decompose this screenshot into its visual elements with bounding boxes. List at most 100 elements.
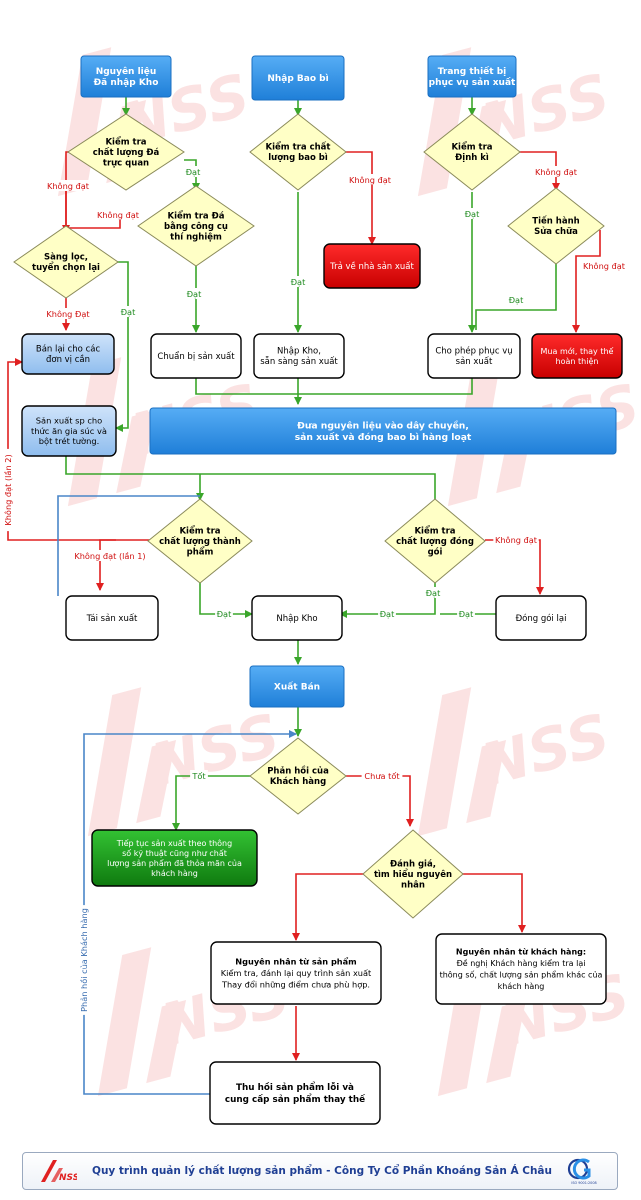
label-phan-hoi-kh: Phản hồi của Khách hàng <box>78 905 89 1015</box>
label-khong-dat-1: Không đạt <box>45 180 91 192</box>
svg-text:Không đạt (lần 1): Không đạt (lần 1) <box>74 551 145 562</box>
node-xuat_ban-text: Xuất Bán <box>274 682 320 693</box>
node-tra_ve_nsx-text: Trả về nhà sản xuất <box>329 261 414 272</box>
label-khong-dat-lan1: Không đạt (lần 1) <box>68 550 152 562</box>
connector <box>172 775 250 831</box>
decision-sang_loc-text: Sàng lọc,tuyển chọn lại <box>32 253 100 274</box>
node-nhap_bao_bi-text: Nhập Bao bì <box>267 74 328 84</box>
label-khong-dat-6: Không đạt <box>493 534 539 546</box>
connector <box>195 378 473 395</box>
label-dat-1: Đạt <box>184 166 202 178</box>
node-tiep_tuc_sx <box>91 829 258 887</box>
node-mua_moi <box>531 333 623 379</box>
svg-text:Không đạt: Không đạt <box>583 261 626 272</box>
node-cho_phep_phuc_vu <box>427 333 521 379</box>
connector <box>184 159 200 191</box>
nss-logo: NSS <box>41 1160 77 1183</box>
svg-text:Phản hồi của Khách hàng: Phản hồi của Khách hàng <box>79 908 89 1012</box>
node-chuan_bi_sx-text: Chuẩn bị sản xuất <box>157 351 235 362</box>
node-dong_goi_lai <box>495 595 587 641</box>
label-dat-8: Đạt <box>424 587 442 599</box>
svg-text:Đạt: Đạt <box>186 167 201 178</box>
iso-logo-text: ISO 9001:2008 <box>571 1181 596 1185</box>
label-khong-dat-5: Không đạt <box>581 260 627 272</box>
node-nn_khach_hang <box>435 933 607 1005</box>
svg-text:Đạt: Đạt <box>121 307 136 318</box>
svg-text:Đạt: Đạt <box>465 209 480 220</box>
label-khong-dat-2: Không đạt <box>95 209 141 221</box>
decision-sang_loc <box>13 225 119 299</box>
label-khong-dat-3: Không đạt <box>347 174 393 186</box>
label-dat-5: Đạt <box>463 208 481 220</box>
svg-text:Không đạt: Không đạt <box>97 210 140 221</box>
svg-text:Không đạt (lần 2): Không đạt (lần 2) <box>3 454 14 525</box>
node-nhap_kho_san_sang <box>253 333 345 379</box>
svg-text:Không Đạt: Không Đạt <box>46 309 90 320</box>
svg-text:Không đạt: Không đạt <box>47 181 90 192</box>
connector <box>475 262 557 330</box>
svg-text:Không đạt: Không đạt <box>495 535 538 546</box>
node-dua_nguyen_lieu-text: Đưa nguyên liệu vào dây chuyền,sản xuất … <box>295 421 472 443</box>
node-tai_san_xuat-text: Tái sản xuất <box>86 613 138 624</box>
label-dat-3: Đạt <box>185 288 203 300</box>
svg-text:Đạt: Đạt <box>291 277 306 288</box>
connector <box>292 873 364 941</box>
node-tai_san_xuat <box>65 595 159 641</box>
connector <box>57 495 200 596</box>
footer-title: Quy trình quản lý chất lượng sản phẩm - … <box>92 1165 552 1177</box>
node-dua_nguyen_lieu <box>149 407 617 455</box>
connector <box>199 582 253 618</box>
decision-tien_hanh_sua <box>507 187 605 265</box>
node-dong_goi_lai-text: Đóng gói lại <box>516 613 567 624</box>
svg-text:Không đạt: Không đạt <box>349 175 392 186</box>
svg-text:Chưa tốt: Chưa tốt <box>364 771 400 781</box>
connector <box>462 873 526 933</box>
nss-logo-text: NSS <box>59 1173 77 1183</box>
connector <box>572 230 601 333</box>
node-trang_thiet_bi <box>427 55 517 98</box>
svg-text:Đạt: Đạt <box>426 588 441 599</box>
svg-text:Đạt: Đạt <box>217 609 232 620</box>
decision-kiem_tra_cl_da <box>67 113 185 191</box>
label-khong-dat-cap: Không Đạt <box>45 308 91 320</box>
node-nn_san_pham <box>210 941 382 1005</box>
node-san_xuat_sp <box>21 405 117 457</box>
connector <box>110 261 129 432</box>
connector <box>346 775 414 827</box>
node-nhap_kho_san_sang-text: Nhập Kho,sẵn sàng sản xuất <box>260 347 338 368</box>
decision-kiem_tra_bao_bi <box>249 113 347 191</box>
decision-danh_gia <box>362 829 464 919</box>
svg-text:Đạt: Đạt <box>459 609 474 620</box>
connector <box>485 539 544 595</box>
nss-watermark-text: NSS <box>473 701 616 800</box>
svg-text:Tốt: Tốt <box>191 771 206 781</box>
connector <box>336 151 376 245</box>
label-dat-6: Đạt <box>507 294 525 306</box>
node-nguyen_lieu <box>80 55 172 98</box>
node-nhap_kho <box>251 595 343 641</box>
label-dat-7: Đạt <box>215 608 233 620</box>
svg-text:Đạt: Đạt <box>380 609 395 620</box>
decision-kiem_tra_dong_goi <box>384 498 486 584</box>
label-khong-dat-lan2: Không đạt (lần 2) <box>2 448 14 532</box>
label-tot: Tốt <box>190 770 208 781</box>
